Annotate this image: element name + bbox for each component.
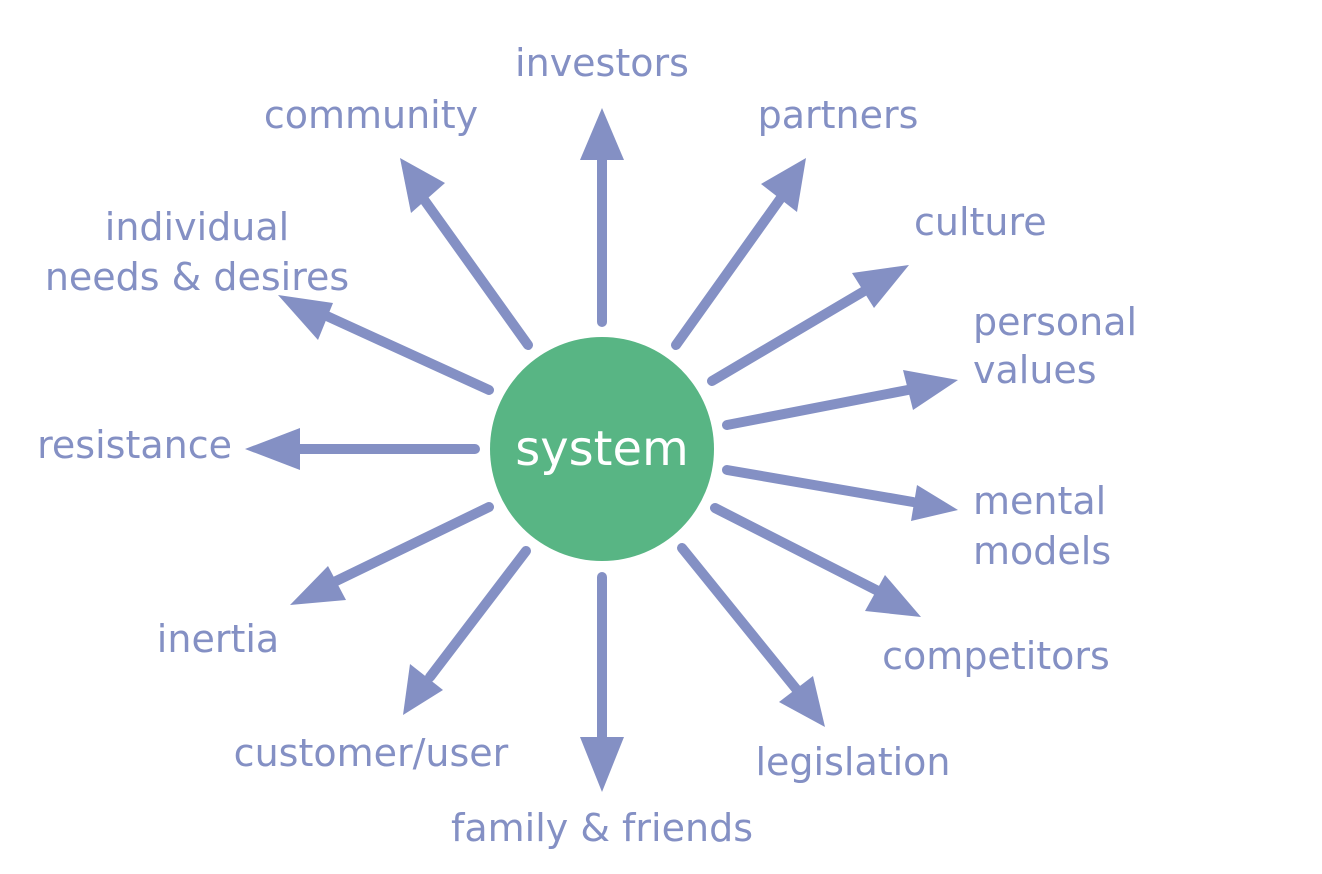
arrow-culture (707, 265, 909, 386)
arrow-community (400, 158, 533, 350)
label-resistance: resistance (37, 423, 232, 467)
arrow-inertia (290, 502, 494, 605)
arrow-partners (671, 158, 806, 350)
label-legislation: legislation (755, 740, 950, 784)
label-individual-line1: individual (105, 205, 289, 249)
arrow-mental-models (722, 465, 958, 521)
arrow-competitors (710, 503, 921, 617)
label-partners: partners (758, 93, 919, 137)
center-circle (490, 337, 714, 561)
label-culture: culture (914, 200, 1047, 244)
label-personal-line1: personal (973, 300, 1137, 344)
arrows (245, 108, 958, 792)
arrow-personal-values (722, 370, 958, 430)
label-mental-line2: models (973, 529, 1111, 573)
label-customer: customer/user (234, 731, 509, 775)
arrow-legislation (677, 543, 825, 727)
label-investors: investors (515, 41, 689, 85)
label-individual-line2: needs & desires (45, 255, 349, 299)
arrow-resistance (245, 428, 480, 470)
label-community: community (264, 93, 478, 137)
label-inertia: inertia (157, 617, 279, 661)
label-competitors: competitors (882, 634, 1110, 678)
center-node: system (490, 337, 714, 561)
label-family: family & friends (451, 806, 753, 850)
arrow-individual (278, 295, 494, 395)
center-label: system (515, 421, 689, 477)
arrow-investors (580, 108, 624, 327)
label-personal-line2: values (973, 348, 1097, 392)
label-mental-line1: mental (973, 479, 1106, 523)
labels: investors community partners individual … (37, 41, 1137, 850)
arrow-customer (403, 546, 531, 715)
arrow-family (580, 572, 624, 792)
